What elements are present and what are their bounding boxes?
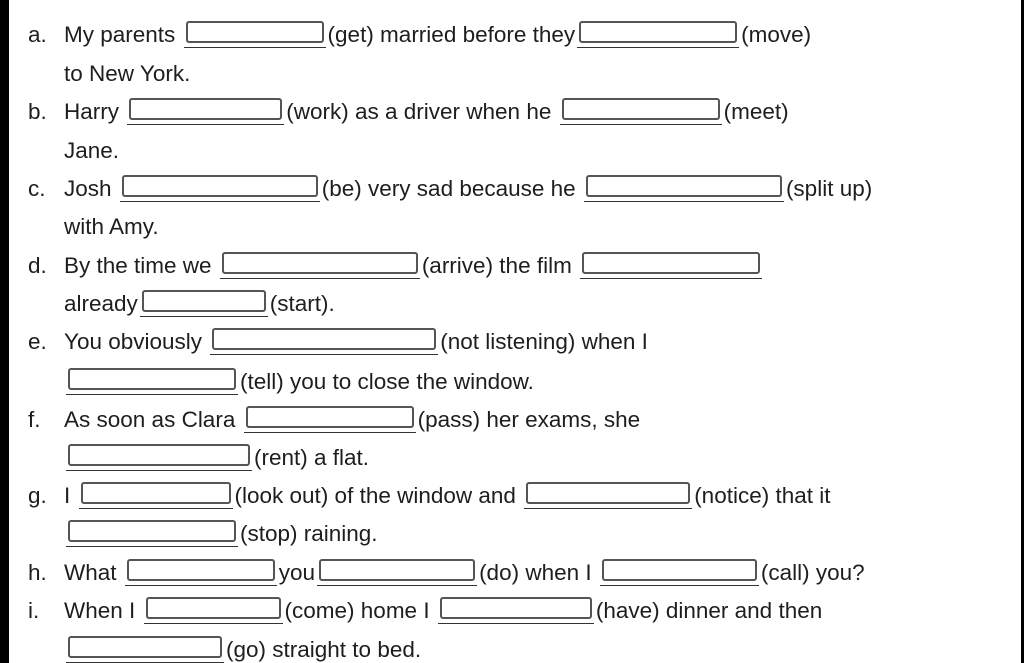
answer-blank[interactable] (66, 364, 238, 395)
answer-blank[interactable] (139, 286, 268, 317)
text: (tell) you to close the window. (240, 369, 534, 394)
answer-blank[interactable] (124, 555, 277, 586)
text: (pass) her exams, she (417, 407, 641, 432)
text: Harry (64, 99, 126, 124)
text: (arrive) the film (421, 253, 579, 278)
answer-blank[interactable] (580, 248, 763, 279)
answer-blank[interactable] (143, 593, 283, 624)
text: (go) straight to bed. (226, 637, 422, 662)
text: already (64, 291, 138, 316)
text: (notice) that it (694, 483, 831, 508)
text: (rent) a flat. (254, 445, 370, 470)
answer-blank[interactable] (210, 324, 439, 355)
text: When I (64, 598, 142, 623)
item-letter: a. (28, 22, 47, 47)
answer-blank[interactable] (183, 17, 326, 48)
answer-blank[interactable] (119, 171, 320, 202)
text: you (278, 560, 316, 585)
text: I (64, 483, 77, 508)
text: By the time we (64, 253, 218, 278)
answer-blank[interactable] (583, 171, 784, 202)
text: (start). (269, 291, 335, 316)
text: (be) very sad because he (321, 176, 582, 201)
text: My parents (64, 22, 182, 47)
text: What (64, 560, 123, 585)
answer-blank[interactable] (127, 94, 285, 125)
item-letter: e. (28, 329, 47, 354)
text: (move) (741, 22, 812, 47)
text: to New York. (64, 61, 191, 86)
item-letter: b. (28, 99, 47, 124)
text: (stop) raining. (240, 521, 378, 546)
text: (not listening) when I (440, 329, 648, 354)
item-letter: d. (28, 253, 47, 278)
text: with Amy. (64, 214, 159, 239)
text: As soon as Clara (64, 407, 242, 432)
item-letter: f. (28, 407, 41, 432)
text: (split up) (785, 176, 873, 201)
answer-blank[interactable] (219, 248, 420, 279)
answer-blank[interactable] (599, 555, 759, 586)
text: You obviously (64, 329, 209, 354)
answer-blank[interactable] (78, 478, 233, 509)
answer-blank[interactable] (66, 440, 252, 471)
text: (come) home I (284, 598, 436, 623)
text: (get) married before they (327, 22, 576, 47)
text: Josh (64, 176, 118, 201)
answer-blank[interactable] (66, 516, 238, 547)
item-letter: c. (28, 176, 46, 201)
answer-blank[interactable] (66, 632, 224, 663)
text: (look out) of the window and (234, 483, 523, 508)
worksheet: a. My parents (get) married before they … (9, 0, 1021, 663)
text: (work) as a driver when he (286, 99, 558, 124)
answer-blank[interactable] (437, 593, 594, 624)
text: Jane. (64, 138, 120, 163)
answer-blank[interactable] (243, 402, 416, 433)
answer-blank[interactable] (524, 478, 693, 509)
text: (call) you? (760, 560, 865, 585)
item-letter: g. (28, 483, 47, 508)
item-letter: i. (28, 598, 40, 623)
text: (meet) (723, 99, 789, 124)
answer-blank[interactable] (559, 94, 722, 125)
answer-blank[interactable] (317, 555, 478, 586)
text: (do) when I (479, 560, 598, 585)
item-letter: h. (28, 560, 47, 585)
answer-blank[interactable] (577, 17, 740, 48)
text: (have) dinner and then (595, 598, 823, 623)
